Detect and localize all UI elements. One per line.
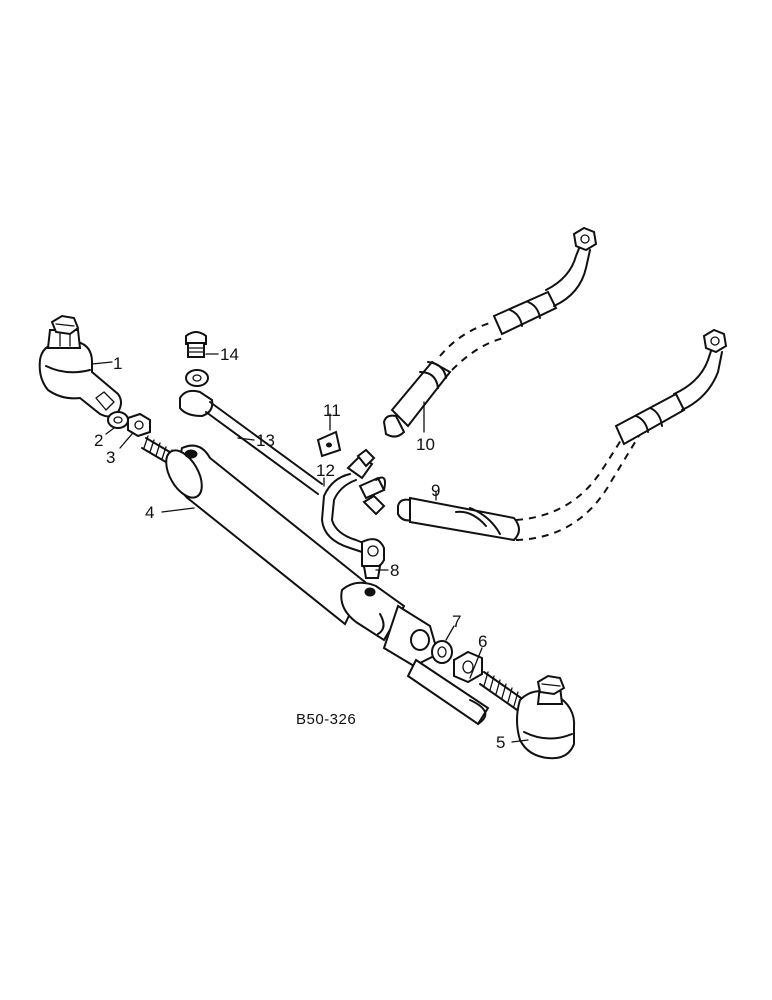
leader-4 [161,507,195,513]
part-7-washer [431,640,453,664]
callout-14: 14 [220,345,239,364]
leader-6 [469,647,483,679]
leader-lines [91,353,529,743]
callout-5: 5 [496,733,505,752]
pipe-clamp [358,476,386,500]
part-8-adaptor-fitting [361,538,385,579]
callout-13: 13 [256,431,275,450]
callout-7: 7 [452,612,461,631]
part-12-u-pipe [321,448,376,553]
callout-10: 10 [416,435,435,454]
part-14-banjo-bolt [185,331,207,358]
callout-8: 8 [390,561,399,580]
fitting-small [362,494,386,516]
part-13-pipe-with-banjo [179,369,323,495]
drawing-number: B50-326 [296,711,356,728]
part-11-clip [316,430,342,458]
part-4-steering-cylinder [141,435,490,726]
part-6-nut [453,650,483,684]
leader-5 [511,739,529,743]
callout-2: 2 [94,431,103,450]
part-9-hose [397,328,728,542]
callout-4: 4 [145,503,154,522]
part-2-washer [107,411,129,429]
leader-2 [105,427,115,435]
part-10-hose [382,226,598,438]
leader-3 [119,433,133,449]
callout-11: 11 [323,401,341,420]
callout-labels: 1 2 3 4 5 6 7 8 9 10 11 12 13 14 [94,345,505,752]
callout-3: 3 [106,448,115,467]
part-3-nut [127,412,151,438]
leader-1 [91,361,113,365]
part-5-right-tie-rod-end [479,671,576,760]
callout-6: 6 [478,632,487,651]
leader-13 [237,437,255,441]
callout-12: 12 [316,461,335,480]
callout-1: 1 [113,354,122,373]
part-1-left-tie-rod-end [38,314,122,418]
leader-7 [445,625,455,641]
callout-9: 9 [431,481,440,500]
